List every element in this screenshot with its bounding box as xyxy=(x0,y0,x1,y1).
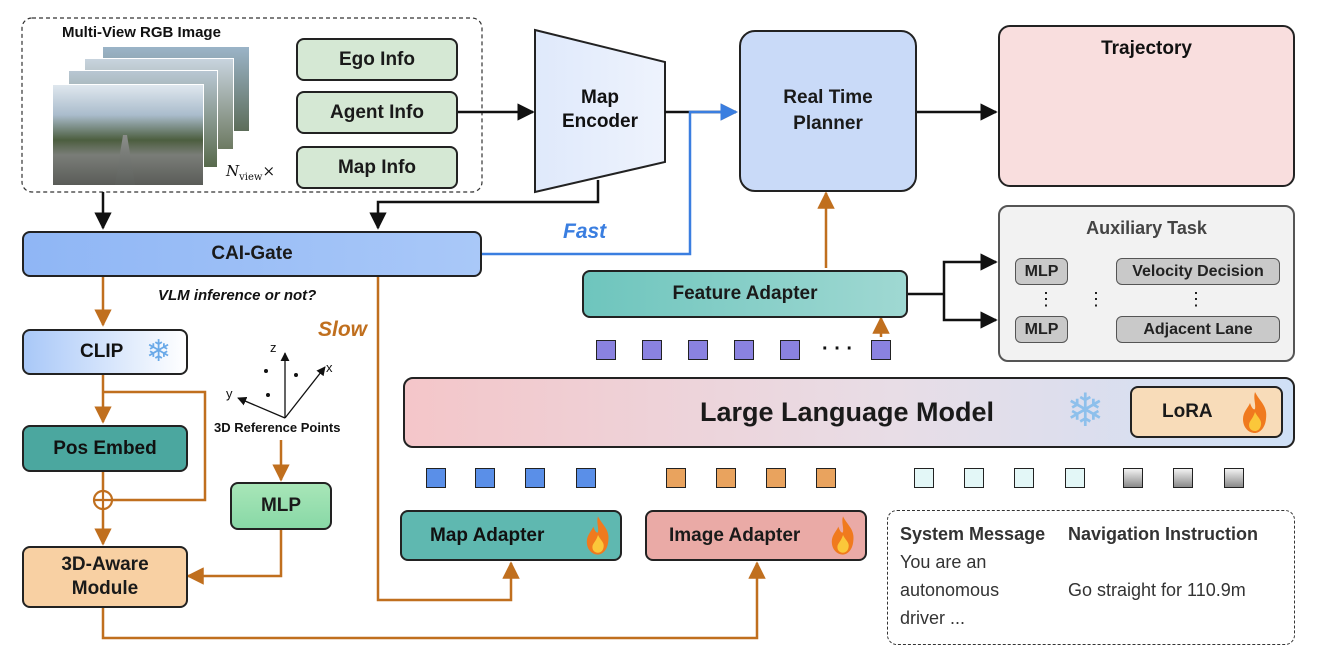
clip-label: CLIP xyxy=(80,341,124,362)
map-adapter-box: Map Adapter xyxy=(400,510,622,561)
llm-output-token xyxy=(734,340,754,360)
llm-label: Large Language Model xyxy=(700,397,995,427)
system-token xyxy=(1065,468,1085,488)
system-message-text: driver ... xyxy=(900,608,966,628)
map-info-box: Map Info xyxy=(296,146,458,189)
image-token xyxy=(766,468,786,488)
llm-output-token xyxy=(688,340,708,360)
llm-output-token xyxy=(596,340,616,360)
aware-module-box: 3D-Aware Module xyxy=(22,546,188,608)
real-time-planner: Real Time Planner xyxy=(739,30,917,192)
aux-dots: ⋮ xyxy=(1087,289,1105,309)
image-token xyxy=(816,468,836,488)
multiview-title: Multi-View RGB Image xyxy=(62,24,221,41)
system-token xyxy=(964,468,984,488)
navigation-title: Navigation Instruction xyxy=(1068,524,1259,544)
ref-axes xyxy=(237,352,326,419)
system-token xyxy=(914,468,934,488)
vlm-question: VLM inference or not? xyxy=(158,287,317,304)
image-adapter-box: Image Adapter xyxy=(645,510,867,561)
aux-dots: ⋮ xyxy=(1037,289,1055,309)
map-encoder-shape xyxy=(534,28,666,194)
map-encoder: Map Encoder xyxy=(561,87,639,132)
trajectory-box xyxy=(998,25,1295,187)
aux-mlp-1: MLP xyxy=(1015,258,1068,285)
ego-info-box: Ego Info xyxy=(296,38,458,81)
map-token xyxy=(576,468,596,488)
llm-output-token xyxy=(871,340,891,360)
input-group xyxy=(21,17,483,193)
system-message-title: System Message xyxy=(900,524,1046,544)
axis-x-label: x xyxy=(326,360,333,375)
axis-y-label: y xyxy=(226,386,233,401)
slow-label: Slow xyxy=(318,318,368,341)
trajectory-title: Trajectory xyxy=(1101,38,1192,59)
fire-icon xyxy=(1243,392,1267,433)
llm-output-token xyxy=(780,340,800,360)
fire-icon xyxy=(586,516,609,555)
fast-label: Fast xyxy=(563,220,607,243)
nav-token xyxy=(1123,468,1143,488)
system-message-text: autonomous xyxy=(900,580,1000,600)
nav-token xyxy=(1173,468,1193,488)
mlp-box: MLP xyxy=(230,482,332,530)
image-token xyxy=(666,468,686,488)
prompt-box xyxy=(887,510,1295,645)
agent-info-box: Agent Info xyxy=(296,91,458,134)
feature-adapter-box: Feature Adapter xyxy=(582,270,908,318)
clip-box xyxy=(22,329,188,375)
snowflake-icon: ❄ xyxy=(1066,383,1105,437)
system-message-text: You are an xyxy=(900,552,987,572)
system-token xyxy=(1014,468,1034,488)
aux-task-lane: Adjacent Lane xyxy=(1116,316,1280,343)
image-token xyxy=(716,468,736,488)
map-token xyxy=(475,468,495,488)
map-token xyxy=(426,468,446,488)
aux-dots: ⋮ xyxy=(1187,289,1205,309)
pos-embed-box: Pos Embed xyxy=(22,425,188,472)
camera-image-stack xyxy=(40,40,260,190)
ref-points-label: 3D Reference Points xyxy=(214,420,341,435)
map-token xyxy=(525,468,545,488)
token-ellipsis: · · · xyxy=(822,338,854,360)
axis-z-label: z xyxy=(270,340,277,355)
aux-task-velocity: Velocity Decision xyxy=(1116,258,1280,285)
navigation-text: Go straight for 110.9m xyxy=(1068,580,1246,600)
llm-output-token xyxy=(642,340,662,360)
nav-token xyxy=(1224,468,1244,488)
nview-label: Nview× xyxy=(226,162,276,183)
auxiliary-title: Auxiliary Task xyxy=(1086,218,1207,238)
snowflake-icon: ❄ xyxy=(146,334,172,369)
cai-gate: CAI-Gate xyxy=(22,231,482,277)
fire-icon xyxy=(831,516,854,555)
aux-mlp-2: MLP xyxy=(1015,316,1068,343)
